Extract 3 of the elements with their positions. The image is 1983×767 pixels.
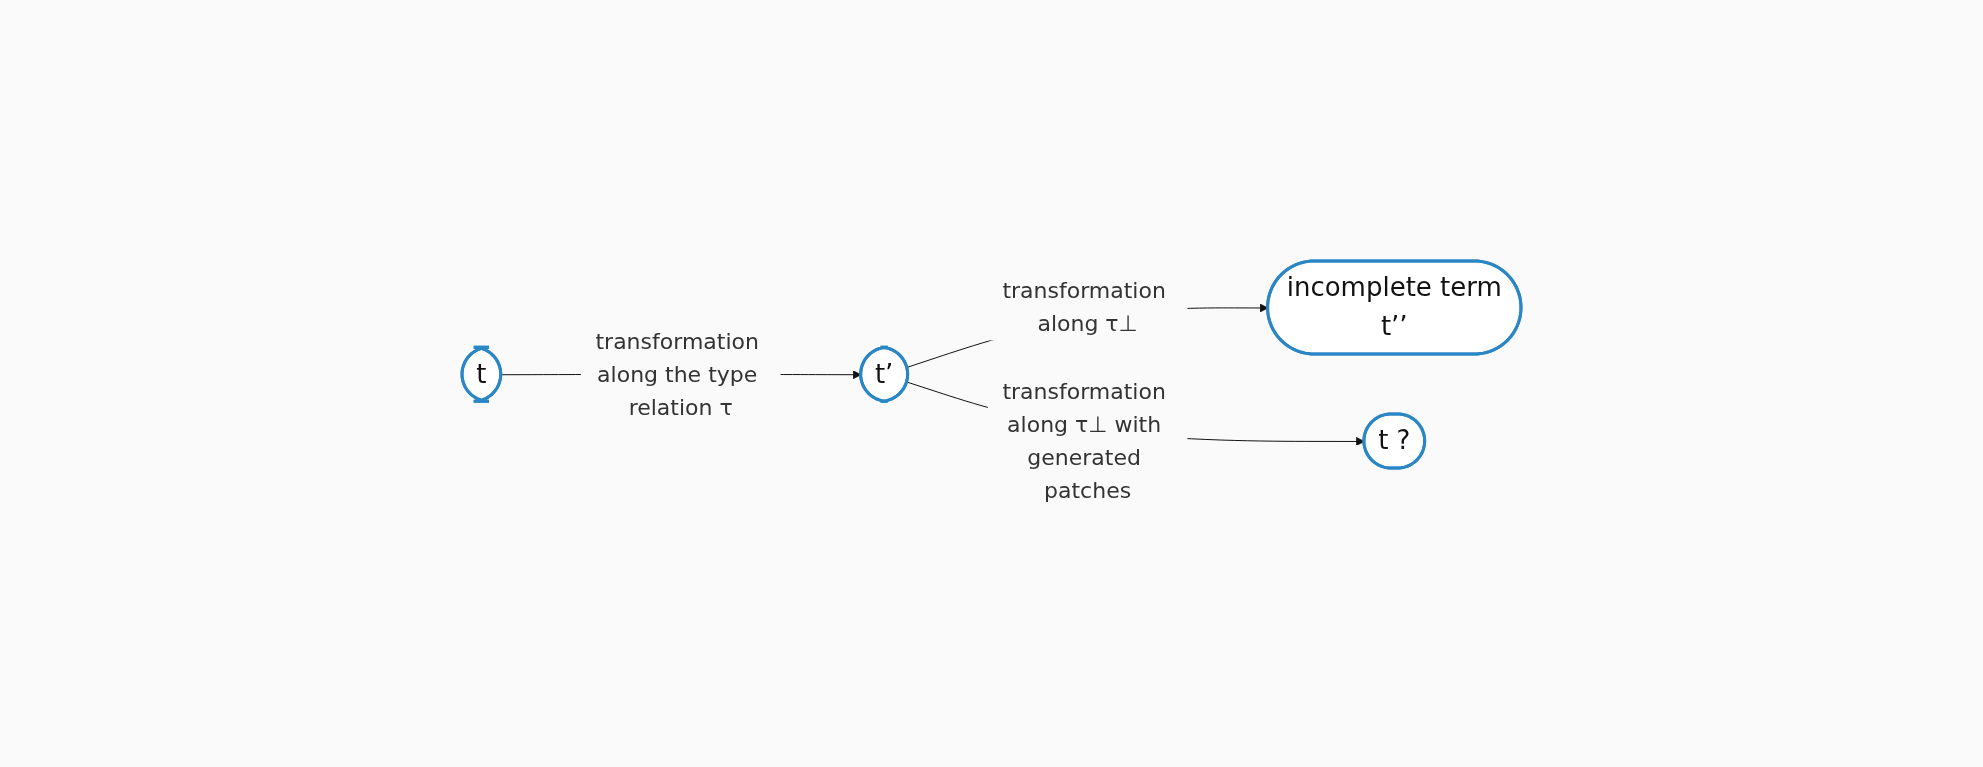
edge-label: transformation along τ⊥ [1002,278,1166,336]
edge-label: transformation along the type relation τ [595,328,759,420]
edge-label: transformation along τ⊥ with generated patches [1002,378,1166,503]
